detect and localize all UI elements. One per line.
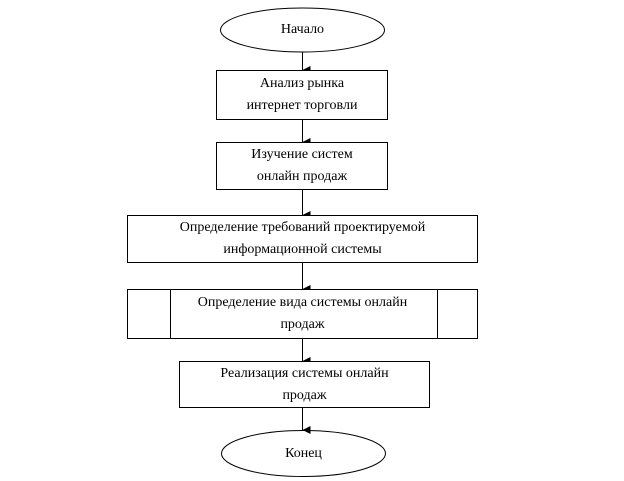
step-label: Анализ рынка интернет торговли [246,76,358,113]
step-define-system-type: Определение вида системы онлайн продаж [127,289,478,339]
step-label: Реализация системы онлайн продаж [220,365,389,403]
step-label: Определение вида системы онлайн продаж [197,295,408,332]
predefined-process-right-bar [437,290,438,338]
step-analyze-market: Анализ рынка интернет торговли [216,70,388,120]
start-label: Начало [280,22,325,37]
step-study-systems: Изучение систем онлайн продаж [216,142,388,190]
end-label: Конец [285,445,322,461]
step-label: Изучение систем онлайн продаж [251,147,353,184]
predefined-process-left-bar [170,290,171,338]
step-define-requirements: Определение требований проектируемой инф… [127,215,478,263]
step-label: Определение требований проектируемой инф… [179,220,426,257]
step-implement-system: Реализация системы онлайн продаж [179,361,430,408]
